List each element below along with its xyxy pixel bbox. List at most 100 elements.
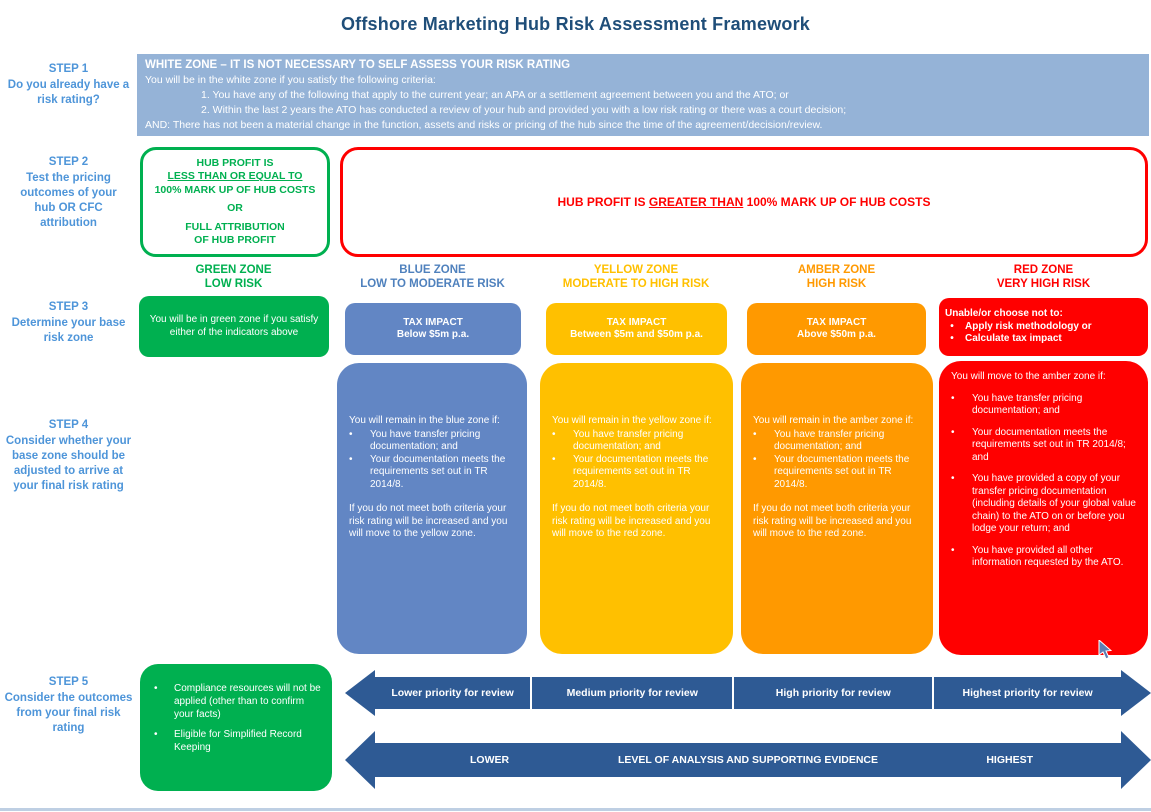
step2-red-criteria-box: HUB PROFIT IS GREATER THAN 100% MARK UP … (340, 147, 1148, 257)
mouse-cursor-icon (1098, 640, 1112, 660)
step-4-label: STEP 4 Consider whether your base zone s… (0, 418, 137, 494)
white-zone-intro: You will be in the white zone if you sat… (145, 74, 436, 86)
bullet-dot: • (349, 428, 353, 440)
amber-zone-name: AMBER ZONE (797, 264, 876, 276)
green-zone-risk: LOW RISK (204, 278, 263, 290)
red-criteria-text: HUB PROFIT IS GREATER THAN 100% MARK UP … (558, 195, 931, 209)
step-1-label: STEP 1 Do you already have a risk rating… (0, 62, 137, 108)
bullet-dot: • (950, 320, 954, 332)
window-bottom-border (0, 808, 1151, 811)
yellow-zone-header: YELLOW ZONE MODERATE TO HIGH RISK (539, 263, 733, 291)
green-step3-box: You will be in green zone if you satisfy… (139, 296, 329, 357)
step-4-desc: Consider whether your base zone should b… (5, 435, 132, 492)
blue-tax-impact-value: Below $5m p.a. (396, 329, 470, 340)
priority-review-arrow: Lower priority for review Medium priorit… (345, 670, 1151, 716)
priority-arrow-body: Lower priority for review Medium priorit… (375, 677, 1121, 709)
priority-segment-highest: Highest priority for review (932, 677, 1121, 709)
white-zone-and-line: AND: There has not been a material chang… (145, 119, 823, 131)
step-3-desc: Determine your base risk zone (11, 317, 126, 344)
amber-tax-impact-title: TAX IMPACT (806, 316, 867, 328)
red-zone-name: RED ZONE (1013, 264, 1074, 276)
evidence-label-highest: HIGHEST (986, 754, 1033, 766)
step-1-desc: Do you already have a risk rating? (7, 79, 130, 106)
bullet-dot: • (753, 453, 757, 465)
white-zone-heading: WHITE ZONE – IT IS NOT NECESSARY TO SELF… (145, 59, 571, 71)
bullet-dot: • (154, 729, 158, 740)
amber-step4-bullet-1: • You have transfer pricing documentatio… (753, 428, 885, 453)
bullet-dot: • (951, 392, 955, 404)
blue-step4-bullet-1: • You have transfer pricing documentatio… (349, 428, 481, 453)
page-title: Offshore Marketing Hub Risk Assessment F… (340, 14, 811, 34)
blue-step3-box: TAX IMPACT Below $5m p.a. (345, 303, 521, 355)
red-step4-box: You will move to the amber zone if: • Yo… (939, 361, 1148, 655)
step2-green-criteria-box: HUB PROFIT IS LESS THAN OR EQUAL TO 100%… (140, 147, 330, 257)
green-criteria-line3: 100% MARK UP OF HUB COSTS (154, 183, 316, 196)
step5-bullet-1: • Compliance resources will not be appli… (154, 683, 321, 720)
red-step3-bullet-1: • Apply risk methodology or (945, 321, 1144, 334)
red-criteria-pre: HUB PROFIT IS (557, 195, 649, 209)
white-zone-item-2: 2. Within the last 2 years the ATO has c… (201, 104, 847, 116)
bullet-dot: • (154, 683, 158, 694)
yellow-step4-bullet-2: • Your documentation meets the requireme… (552, 453, 709, 490)
red-criteria-post: 100% MARK UP OF HUB COSTS (743, 195, 931, 209)
priority-segment-medium: Medium priority for review (530, 677, 732, 709)
yellow-step3-box: TAX IMPACT Between $5m and $50m p.a. (546, 303, 727, 355)
step-5-label: STEP 5 Consider the outcomes from your f… (0, 675, 137, 736)
blue-tax-impact-title: TAX IMPACT (403, 316, 463, 328)
bullet-dot: • (753, 428, 757, 440)
evidence-label-lower: LOWER (470, 754, 510, 766)
bullet-dot: • (552, 453, 556, 465)
priority-segment-high: High priority for review (732, 677, 932, 709)
step-5-title: STEP 5 (48, 676, 89, 688)
amber-zone-header: AMBER ZONE HIGH RISK (740, 263, 933, 291)
green-step3-text: You will be in green zone if you satisfy… (149, 314, 319, 338)
step5-green-outcomes-box: • Compliance resources will not be appli… (140, 664, 332, 791)
blue-zone-name: BLUE ZONE (399, 264, 466, 276)
bullet-dot: • (951, 544, 955, 556)
red-step4-bullet-1: • You have transfer pricing documentatio… (951, 392, 1083, 417)
red-step4-intro: You will move to the amber zone if: (951, 371, 1106, 382)
white-zone-band: WHITE ZONE – IT IS NOT NECESSARY TO SELF… (137, 54, 1149, 136)
red-criteria-underlined: GREATER THAN (648, 195, 744, 209)
arrow-right-head (1121, 731, 1151, 789)
yellow-zone-name: YELLOW ZONE (593, 264, 679, 276)
amber-step4-bullet-2: • Your documentation meets the requireme… (753, 453, 910, 490)
red-zone-header: RED ZONE VERY HIGH RISK (939, 263, 1148, 291)
step5-bullet-2: • Eligible for Simplified Record Keeping (154, 729, 302, 753)
blue-zone-risk: LOW TO MODERATE RISK (360, 278, 505, 290)
priority-segment-lower: Lower priority for review (391, 687, 514, 699)
green-criteria-line2: LESS THAN OR EQUAL TO (167, 170, 303, 182)
blue-zone-header: BLUE ZONE LOW TO MODERATE RISK (337, 263, 528, 291)
blue-step4-outro: If you do not meet both criteria your ri… (349, 503, 508, 539)
step-5-desc: Consider the outcomes from your final ri… (4, 692, 133, 734)
green-criteria-or: OR (227, 202, 243, 214)
amber-step4-box: You will remain in the amber zone if: • … (741, 363, 933, 654)
amber-step4-outro: If you do not meet both criteria your ri… (753, 503, 912, 539)
amber-step4-intro: You will remain in the amber zone if: (753, 415, 914, 426)
red-step3-bullet-2: • Calculate tax impact (945, 333, 1144, 346)
step-3-label: STEP 3 Determine your base risk zone (0, 300, 137, 346)
red-step3-intro: Unable/or choose not to: (945, 308, 1063, 320)
amber-step3-box: TAX IMPACT Above $50m p.a. (747, 303, 926, 355)
yellow-step4-box: You will remain in the yellow zone if: •… (540, 363, 733, 654)
yellow-step4-outro: If you do not meet both criteria your ri… (552, 503, 711, 539)
step-2-label: STEP 2 Test the pricing outcomes of your… (0, 155, 137, 231)
white-zone-item-1: 1. You have any of the following that ap… (201, 89, 789, 101)
red-step4-bullet-4: • You have provided all other informatio… (951, 544, 1124, 569)
arrow-right-head (1121, 670, 1151, 716)
red-step3-box: Unable/or choose not to: • Apply risk me… (939, 298, 1148, 356)
red-step4-bullet-2: • Your documentation meets the requireme… (951, 426, 1126, 463)
bullet-dot: • (950, 333, 954, 345)
blue-step4-intro: You will remain in the blue zone if: (349, 415, 500, 426)
blue-step4-box: You will remain in the blue zone if: • Y… (337, 363, 527, 654)
evidence-level-arrow: LOWER LEVEL OF ANALYSIS AND SUPPORTING E… (345, 731, 1151, 789)
green-criteria-line1: HUB PROFIT IS (196, 156, 274, 169)
step-4-title: STEP 4 (48, 419, 89, 431)
blue-step4-bullet-2: • Your documentation meets the requireme… (349, 453, 506, 490)
arrow-left-head (345, 670, 375, 716)
amber-tax-impact-value: Above $50m p.a. (797, 329, 876, 340)
green-zone-header: GREEN ZONE LOW RISK (137, 263, 330, 291)
bullet-dot: • (349, 453, 353, 465)
step-3-title: STEP 3 (48, 301, 89, 313)
